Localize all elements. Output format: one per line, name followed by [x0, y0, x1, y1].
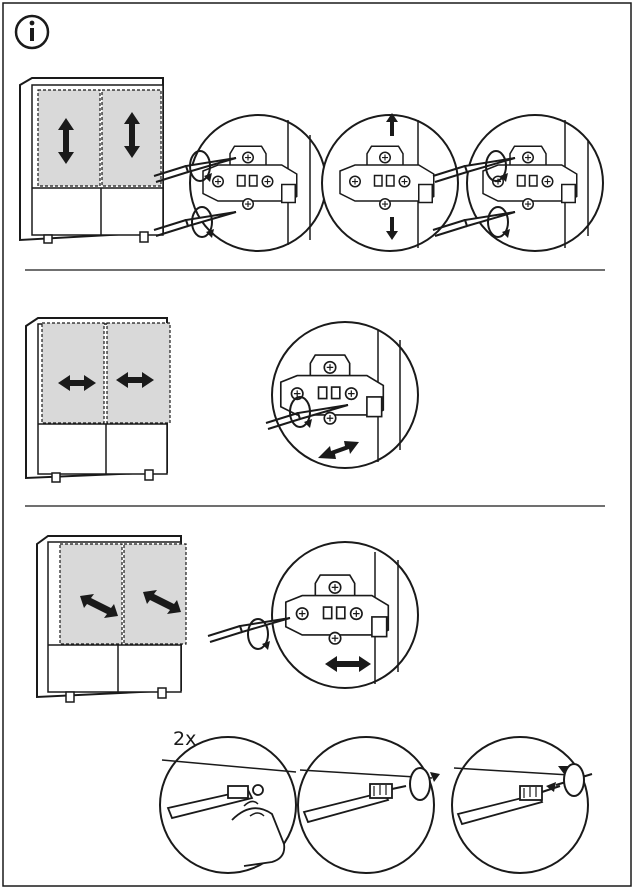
step-damper-adjustment: 2x — [159, 728, 593, 874]
depth-arrow-right-icon — [143, 590, 181, 614]
step-depth-adjustment — [36, 535, 419, 703]
damper-detail-2 — [297, 736, 440, 874]
depth-arrow-left-icon — [80, 594, 118, 618]
info-icon — [14, 14, 50, 50]
arrow-down-icon — [386, 217, 398, 240]
cabinet-illustration — [36, 535, 187, 703]
detail-circle-lateral — [265, 321, 419, 469]
detail-circle-2 — [321, 113, 459, 252]
damper-detail-1 — [159, 736, 297, 874]
vertical-arrow-right-icon — [124, 112, 140, 158]
detail-circle-3 — [432, 114, 604, 252]
quantity-label: 2x — [173, 728, 196, 750]
cabinet-illustration — [25, 317, 171, 483]
lateral-arrow-icon — [318, 441, 359, 459]
detail-circle-depth — [207, 541, 419, 689]
cabinet-illustration — [19, 77, 164, 244]
horizontal-arrow-right-icon — [116, 372, 154, 388]
arrow-up-icon — [386, 113, 398, 136]
rotate-arrow-icon — [558, 763, 585, 797]
step-vertical-adjustment — [19, 77, 604, 252]
rotate-arrow-icon — [409, 767, 440, 801]
hand-illustration — [231, 807, 286, 867]
horizontal-arrow-left-icon — [58, 375, 96, 391]
step-lateral-adjustment — [25, 317, 419, 483]
damper-detail-3 — [451, 736, 593, 874]
depth-direction-arrow-icon — [325, 656, 371, 672]
detail-circle-1 — [153, 114, 327, 252]
vertical-arrow-left-icon — [58, 118, 74, 164]
